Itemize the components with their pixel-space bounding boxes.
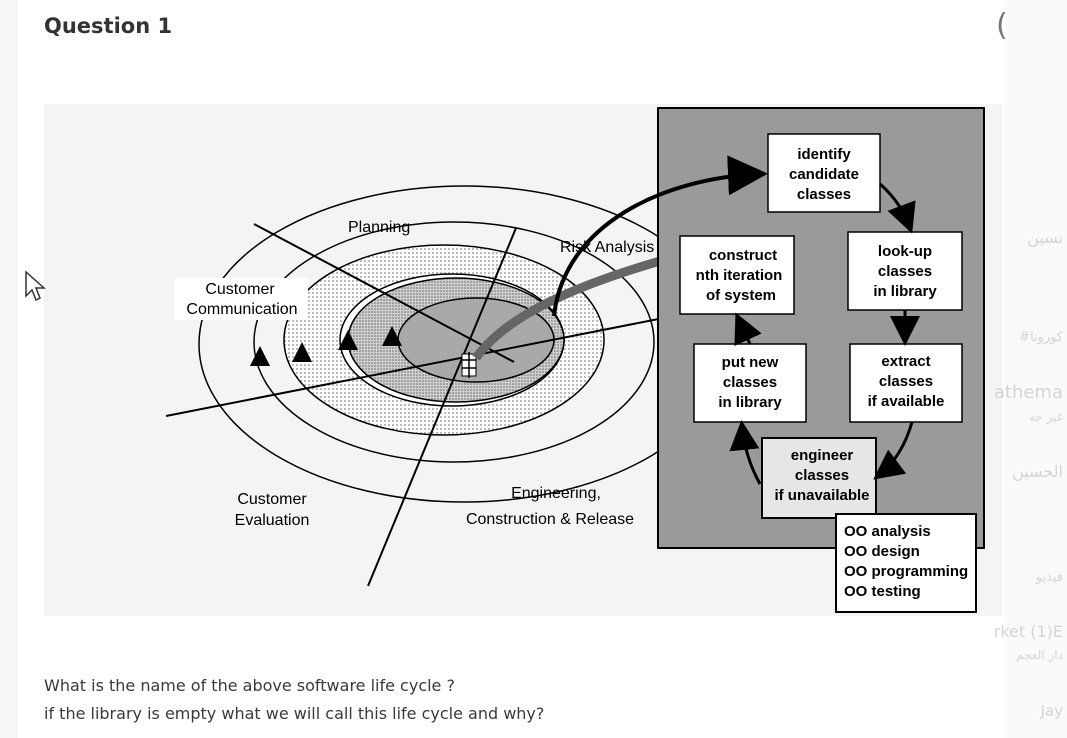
label-customer-communication-1: Customer — [205, 281, 275, 298]
label-engineering-1: Engineering, — [511, 485, 601, 502]
mouse-pointer-icon — [25, 270, 46, 302]
svg-text:identify: identify — [797, 146, 851, 163]
sidebar-item[interactable]: rket (1)E — [993, 622, 1063, 641]
sidebar-item[interactable]: athema — [993, 382, 1063, 403]
box-construct: construct nth iteration of system — [679, 235, 795, 315]
sidebar-item[interactable]: #كورونا — [1019, 330, 1063, 345]
sidebar-item[interactable]: الحسين — [1012, 462, 1063, 481]
sidebar-item[interactable]: فيديو — [1035, 570, 1063, 585]
question-line-1: What is the name of the above software l… — [44, 676, 455, 695]
right-sidebar: نسين #كورونا athema غير جه الحسين فيديو … — [994, 0, 1067, 738]
center-link-curve — [472, 249, 686, 361]
arrow-extract-to-engineer — [873, 421, 914, 480]
label-engineering-2: Construction & Release — [466, 511, 634, 528]
arrow-engineer-to-putnew — [729, 420, 762, 485]
label-risk-analysis: Risk Analysis — [560, 239, 654, 256]
svg-text:OO analysis: OO analysis — [844, 523, 931, 540]
spiral-ring-2 — [253, 221, 655, 463]
label-planning: Planning — [348, 219, 410, 236]
svg-text:construct: construct — [709, 247, 777, 264]
svg-text:OO testing: OO testing — [844, 583, 921, 600]
label-customer-communication-2: Communication — [186, 301, 297, 318]
box-identify: identify candidate classes — [767, 133, 881, 213]
svg-text:engineer: engineer — [791, 447, 854, 464]
axis-line-3 — [367, 227, 517, 587]
box-extract: extract classes if available — [849, 343, 963, 423]
svg-text:OO programming: OO programming — [844, 563, 968, 580]
svg-text:of system: of system — [706, 287, 776, 304]
svg-text:OO design: OO design — [844, 543, 920, 560]
svg-text:look-up: look-up — [878, 243, 932, 260]
svg-text:classes: classes — [723, 374, 777, 391]
sidebar-item[interactable]: Jay — [1040, 702, 1064, 720]
svg-text:classes: classes — [795, 467, 849, 484]
question-title: Question 1 — [44, 14, 173, 38]
sidebar-item[interactable]: دار العجم — [1016, 648, 1063, 662]
box-oo-activities: OO analysis OO design OO programming OO … — [835, 513, 977, 613]
sidebar-item[interactable]: نسين — [1027, 228, 1063, 247]
svg-text:extract: extract — [881, 353, 930, 370]
svg-text:if available: if available — [868, 393, 945, 410]
svg-text:nth iteration: nth iteration — [696, 267, 783, 284]
svg-text:candidate: candidate — [789, 166, 859, 183]
svg-text:in library: in library — [873, 283, 937, 300]
arrow-to-identify — [552, 155, 768, 317]
circle-control-icon[interactable]: ( — [996, 8, 1008, 43]
svg-text:classes: classes — [879, 373, 933, 390]
svg-text:in library: in library — [718, 394, 782, 411]
svg-text:classes: classes — [878, 263, 932, 280]
box-put-new: put new classes in library — [693, 343, 807, 423]
svg-text:put new: put new — [722, 354, 779, 371]
axis-line-1 — [165, 313, 685, 417]
svg-text:classes: classes — [797, 186, 851, 203]
box-lookup: look-up classes in library — [847, 231, 963, 311]
arrow-putnew-to-construct — [734, 312, 762, 347]
box-engineer: engineer classes if unavailable — [761, 437, 877, 519]
spiral-model-diagram: identify candidate classes look-up class… — [165, 107, 985, 613]
arrow-identify-to-lookup — [879, 182, 916, 234]
svg-text:if unavailable: if unavailable — [774, 487, 869, 504]
label-customer-evaluation-2: Evaluation — [235, 512, 310, 529]
sidebar-item[interactable]: غير جه — [1028, 410, 1063, 424]
question-image: identify candidate classes look-up class… — [44, 104, 1002, 616]
label-customer-evaluation-1: Customer — [237, 491, 307, 508]
question-line-2: if the library is empty what we will cal… — [44, 704, 545, 723]
